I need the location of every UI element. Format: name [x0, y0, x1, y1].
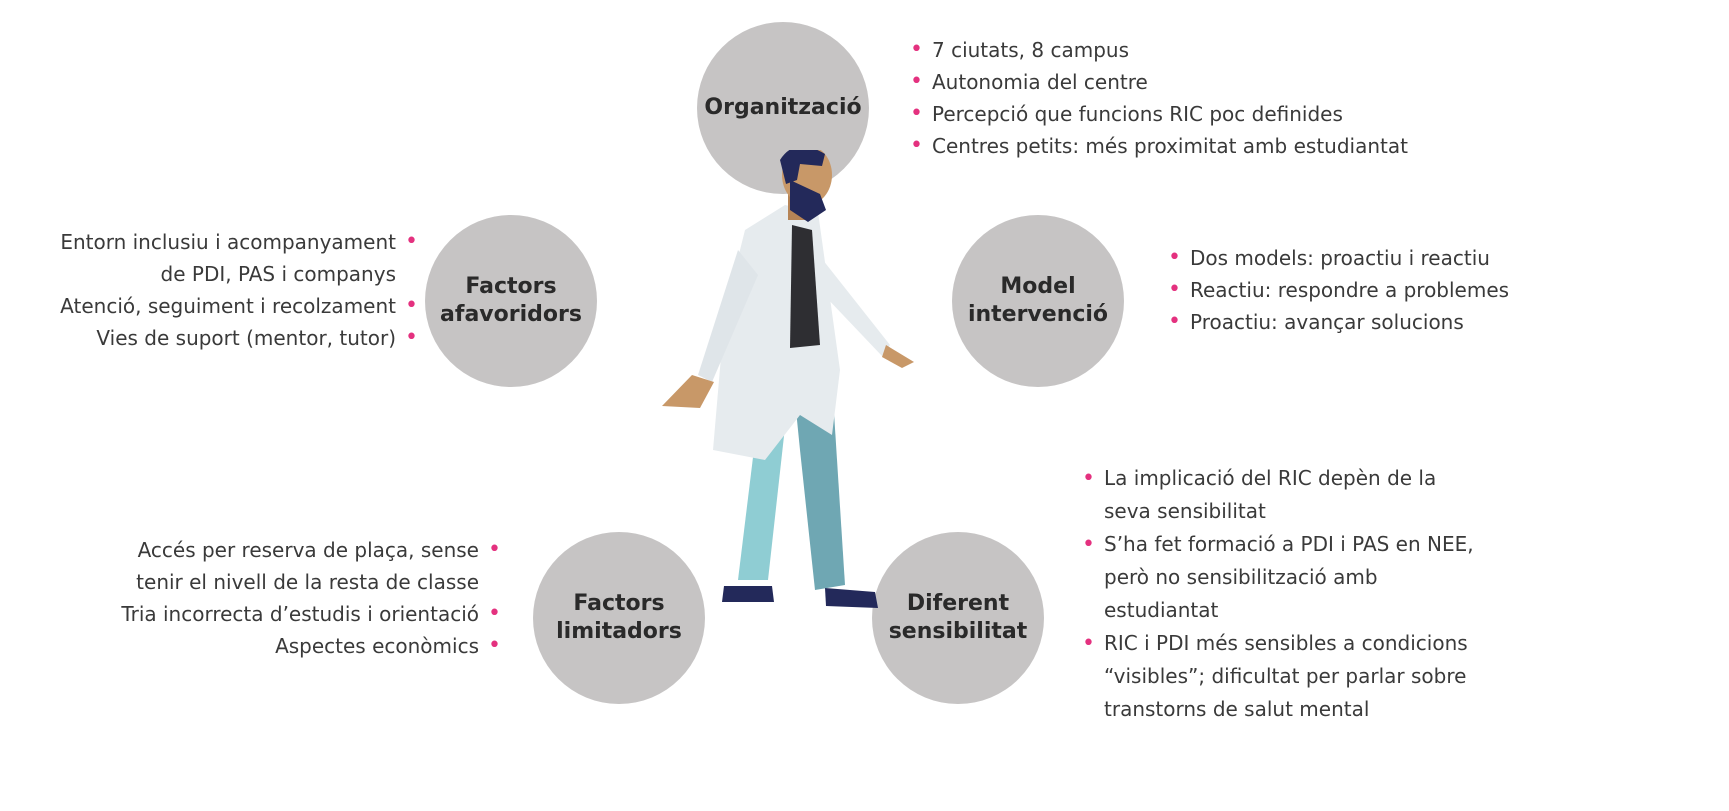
bullet-icon: • [405, 229, 418, 254]
list-factors-afavoridors: Entorn inclusiu i acompanyament• de PDI,… [60, 226, 422, 354]
node-title-line: Diferent [906, 591, 1010, 616]
doctor-shirt [790, 225, 820, 348]
doctor-left-arm [698, 250, 758, 382]
bullet-icon: • [488, 633, 501, 658]
list-organitzacio: •7 ciutats, 8 campus •Autonomia del cent… [908, 34, 1408, 162]
node-title-line: limitadors [556, 619, 682, 644]
node-model-intervencio: Model intervenció [952, 215, 1124, 387]
list-item: •Autonomia del centre [908, 66, 1408, 98]
doctor-beard [790, 180, 826, 222]
node-factors-limitadors: Factors limitadors [533, 532, 705, 704]
list-item: però no sensibilització amb [1104, 565, 1378, 589]
bullet-icon: • [910, 101, 923, 126]
list-item: •Centres petits: més proximitat amb estu… [908, 130, 1408, 162]
bullet-icon: • [1168, 277, 1181, 302]
bullet-icon: • [488, 537, 501, 562]
list-item: •Reactiu: respondre a problemes [1166, 274, 1509, 306]
bullet-icon: • [488, 601, 501, 626]
doctor-left-shoe [722, 586, 774, 602]
list-item: seva sensibilitat [1104, 499, 1266, 523]
bullet-icon: • [1168, 245, 1181, 270]
list-item: •Dos models: proactiu i reactiu [1166, 242, 1509, 274]
doctor-right-shoe [825, 588, 878, 608]
list-item: estudiantat [1104, 598, 1219, 622]
walking-doctor-illustration [662, 150, 914, 608]
bullet-icon: • [1082, 466, 1095, 491]
list-item: •7 ciutats, 8 campus [908, 34, 1408, 66]
list-item: Accés per reserva de plaça, sense• [121, 534, 505, 566]
node-title-line: Factors [465, 274, 557, 299]
list-model-intervencio: •Dos models: proactiu i reactiu •Reactiu… [1166, 242, 1509, 338]
bullet-icon: • [405, 293, 418, 318]
bullet-icon: • [910, 37, 923, 62]
doctor-right-hand [882, 345, 914, 368]
list-item: de PDI, PAS i companys [160, 262, 396, 286]
node-title-line: Factors [573, 591, 665, 616]
list-item: transtorns de salut mental [1104, 697, 1370, 721]
node-title-line: intervenció [967, 302, 1109, 327]
list-item: Atenció, seguiment i recolzament• [60, 290, 422, 322]
node-title: Organització [704, 95, 862, 120]
bullet-icon: • [405, 325, 418, 350]
list-item: •Percepció que funcions RIC poc definide… [908, 98, 1408, 130]
list-item: •S’ha fet formació a PDI i PAS en NEE, [1080, 528, 1474, 561]
node-diferent-sensibilitat: Diferent sensibilitat [872, 532, 1044, 704]
doctor-hair [780, 150, 825, 184]
bullet-icon: • [1082, 532, 1095, 557]
bullet-icon: • [1168, 309, 1181, 334]
list-item: Vies de suport (mentor, tutor)• [60, 322, 422, 354]
bullet-icon: • [1082, 631, 1095, 656]
list-item: Entorn inclusiu i acompanyament• [60, 226, 422, 258]
bullet-icon: • [910, 69, 923, 94]
list-item: Aspectes econòmics• [121, 630, 505, 662]
list-factors-limitadors: Accés per reserva de plaça, sense• tenir… [121, 534, 505, 662]
list-item: •RIC i PDI més sensibles a condicions [1080, 627, 1474, 660]
node-title-line: Model [1000, 274, 1076, 299]
doctor-left-hand [662, 375, 714, 408]
node-factors-afavoridors: Factors afavoridors [425, 215, 597, 387]
list-item: Tria incorrecta d’estudis i orientació• [121, 598, 505, 630]
list-diferent-sensibilitat: •La implicació del RIC depèn de la seva … [1080, 462, 1474, 726]
node-title-line: sensibilitat [888, 619, 1028, 644]
bullet-icon: • [910, 133, 923, 158]
node-title-line: afavoridors [440, 302, 582, 327]
list-item: •La implicació del RIC depèn de la [1080, 462, 1474, 495]
list-item: “visibles”; dificultat per parlar sobre [1104, 664, 1467, 688]
list-item: •Proactiu: avançar solucions [1166, 306, 1509, 338]
list-item: tenir el nivell de la resta de classe [136, 570, 479, 594]
